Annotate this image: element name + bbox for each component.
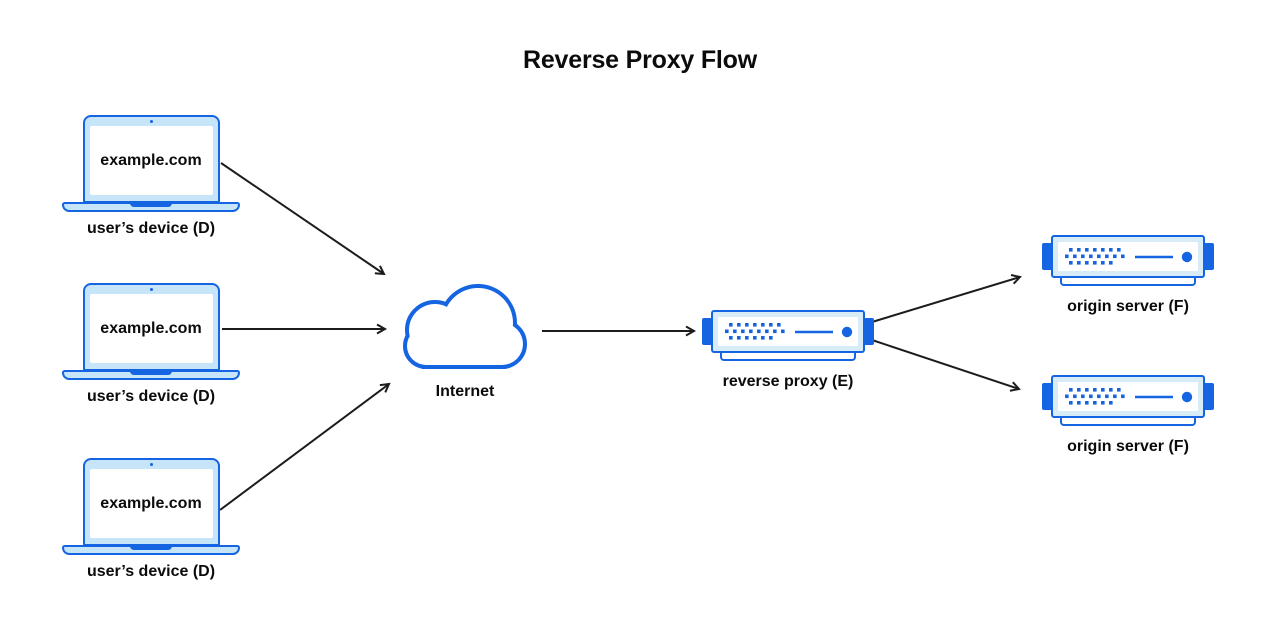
server-panel	[1058, 242, 1198, 271]
origin-server-label: origin server (F)	[1067, 298, 1189, 315]
laptop-icon: example.com	[82, 283, 220, 371]
camera-dot-icon	[149, 463, 153, 466]
server-panel	[1058, 382, 1198, 411]
arrow-device3-internet	[219, 382, 391, 511]
server-icon	[702, 310, 874, 363]
user-device-3: example.com user’s device (D)	[62, 458, 240, 581]
server-icon	[1042, 375, 1214, 428]
laptop-display: example.com	[89, 294, 213, 363]
origin-server-label: origin server (F)	[1067, 438, 1189, 455]
device-label: user’s device (D)	[86, 388, 216, 405]
laptop-display: example.com	[89, 469, 213, 538]
reverse-proxy-label: reverse proxy (E)	[722, 373, 854, 390]
cloud-icon	[403, 284, 527, 369]
origin-server-1: origin server (F)	[1042, 235, 1214, 316]
internet-node: Internet	[398, 282, 532, 401]
device-screen-text: example.com	[100, 319, 202, 337]
device-screen-text: example.com	[100, 494, 202, 512]
arrow-proxy-origin2	[871, 339, 1021, 392]
laptop-notch	[130, 546, 172, 550]
laptop-notch	[130, 203, 172, 207]
server-icon	[1042, 235, 1214, 288]
arrow-proxy-origin1	[871, 274, 1022, 323]
reverse-proxy-node: reverse proxy (E)	[702, 310, 874, 391]
arrow-device1-internet	[220, 162, 386, 276]
origin-server-2: origin server (F)	[1042, 375, 1214, 456]
user-device-1: example.com user’s device (D)	[62, 115, 240, 238]
laptop-base	[62, 202, 240, 212]
laptop-base	[62, 370, 240, 380]
camera-dot-icon	[149, 288, 153, 291]
laptop-notch	[130, 371, 172, 375]
camera-dot-icon	[149, 120, 153, 123]
device-screen-text: example.com	[100, 151, 202, 169]
server-panel	[718, 317, 858, 346]
laptop-icon: example.com	[82, 115, 220, 203]
server-face-graphic	[724, 322, 852, 340]
diagram-title: Reverse Proxy Flow	[522, 46, 757, 74]
laptop-base	[62, 545, 240, 555]
internet-label: Internet	[435, 383, 495, 400]
laptop-display: example.com	[89, 126, 213, 195]
server-body	[1051, 375, 1205, 418]
user-device-2: example.com user’s device (D)	[62, 283, 240, 406]
device-label: user’s device (D)	[86, 220, 216, 237]
server-face-graphic	[1064, 387, 1192, 405]
server-face-graphic	[1064, 247, 1192, 265]
laptop-icon: example.com	[82, 458, 220, 546]
server-body	[1051, 235, 1205, 278]
server-body	[711, 310, 865, 353]
device-label: user’s device (D)	[86, 563, 216, 580]
